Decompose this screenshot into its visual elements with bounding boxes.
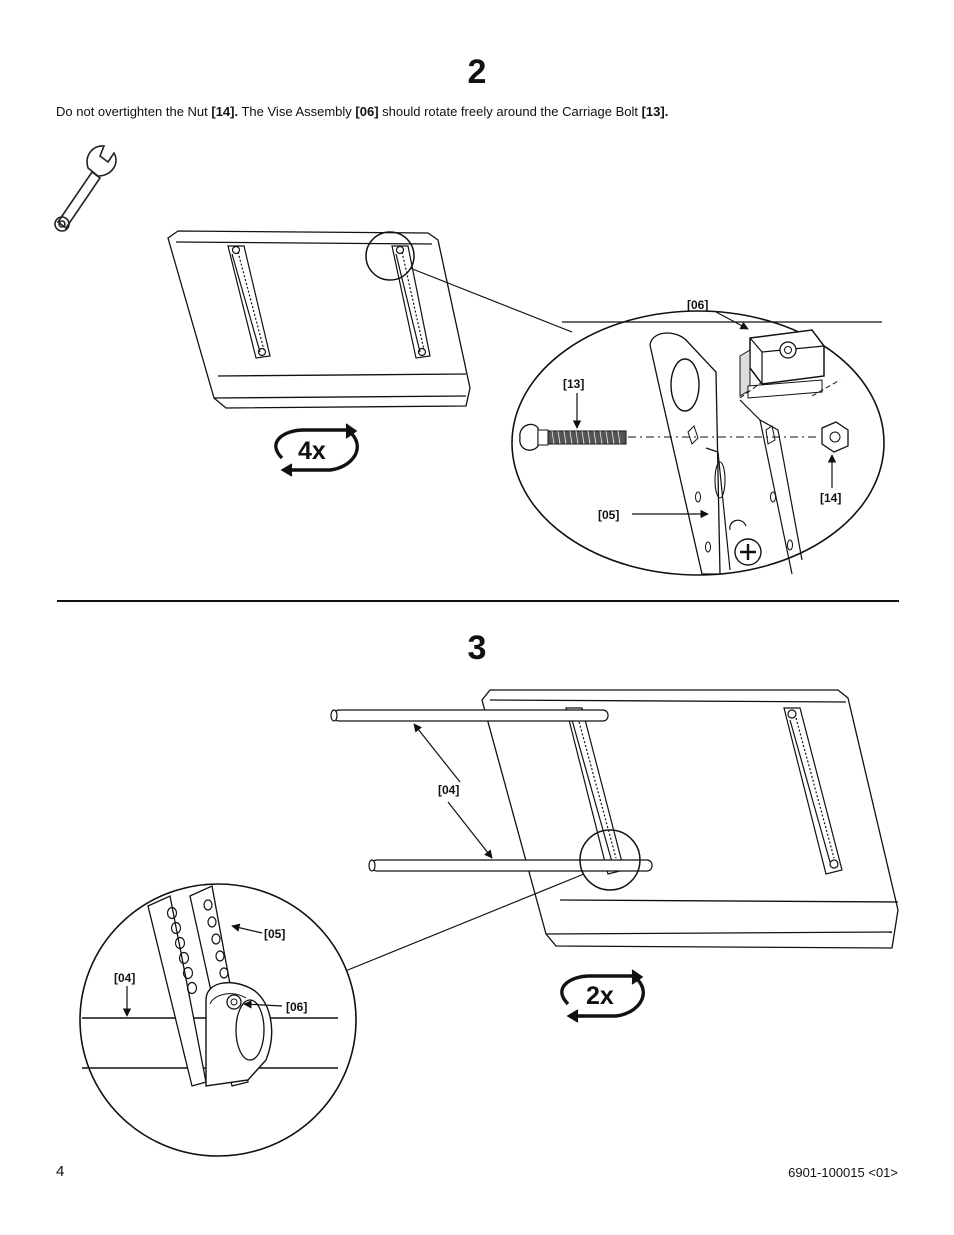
label-05-step3: [05] [264,927,285,941]
tv-panel-step3 [481,689,899,949]
tv-bracket-left [227,245,271,359]
step-2-illustration: [06] [13] [14] [05] 4x [54,145,885,576]
label-04-top: [04] [438,783,459,797]
rod-top [330,709,609,722]
repeat-4x-icon [274,423,359,477]
label-14: [14] [820,491,841,505]
detail-focus-circle-step3 [579,829,641,891]
repeat-2x-icon [560,969,645,1023]
detail-view-step3 [79,883,357,1157]
step-3-number: 3 [467,629,487,667]
label-05: [05] [598,508,619,522]
section-divider [57,600,899,602]
multiplier-2x: 2x [586,982,614,1010]
tv-bracket-right [391,245,431,359]
label-13: [13] [563,377,584,391]
tv-bracket-right-step3 [783,707,843,875]
step-2-number: 2 [467,53,487,91]
tv-panel [167,230,471,409]
step-2-instruction: Do not overtighten the Nut [14]. The Vis… [56,104,669,119]
label-06-step3: [06] [286,1000,307,1014]
detail-leader-line [409,267,573,333]
detail-view [511,310,885,576]
detail-focus-circle [365,231,415,281]
wrench-icon [54,145,117,232]
multiplier-4x: 4x [298,437,326,465]
tv-bracket-left-step3 [565,707,625,875]
document-code: 6901-100015 <01> [788,1165,898,1180]
label-06: [06] [687,298,708,312]
label-04-step3: [04] [114,971,135,985]
rod-bottom [368,859,653,872]
page-number: 4 [56,1163,65,1180]
detail-leader-line-step3 [337,873,585,975]
step-3-illustration: [04] [05] [79,689,899,1157]
